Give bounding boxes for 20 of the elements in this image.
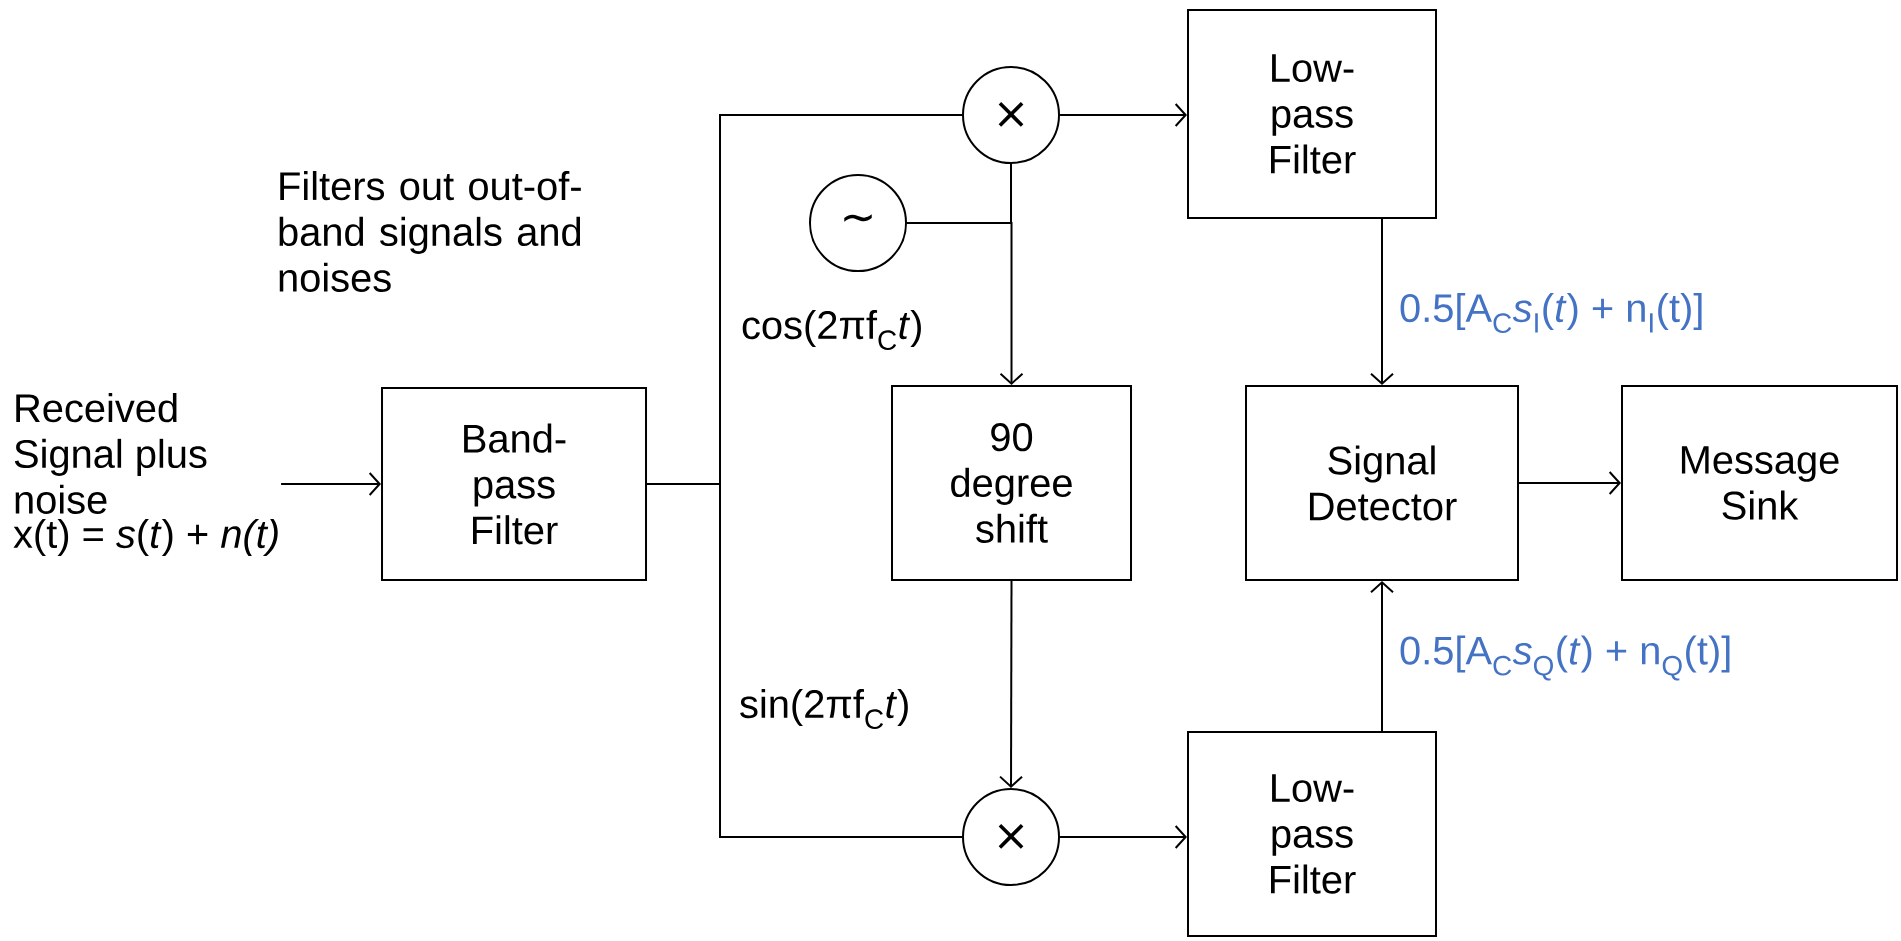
arrow bbox=[1059, 103, 1187, 127]
edge-label: 0.5[A$_{C}$s$_{Q}$(t) + n$_{Q}$(t)] bbox=[1400, 635, 1730, 681]
signal-label: sin(2πf$_{C}$t) bbox=[740, 688, 908, 730]
arrow bbox=[280, 472, 381, 496]
process-box: Message Sink bbox=[1621, 385, 1898, 581]
process-box: Low-pass Filter bbox=[1187, 9, 1437, 219]
note-text: Filters out out-of-band signals and noises bbox=[279, 171, 581, 292]
arrow bbox=[906, 222, 1024, 385]
arrow bbox=[1059, 825, 1187, 849]
arrow bbox=[1518, 471, 1621, 495]
edge-label: 0.5[A$_{C}$s$_{I}$(t) + n$_{I}$(t)] bbox=[1400, 292, 1702, 334]
process-box: Low-pass Filter bbox=[1187, 731, 1437, 937]
arrow bbox=[999, 580, 1024, 788]
input-label: Received Signal plus noise x(t) = s(t) + n(t) bbox=[13, 393, 278, 557]
process-box: Band-pass Filter bbox=[381, 387, 647, 581]
arrow bbox=[1370, 218, 1394, 385]
process-box: Signal Detector bbox=[1245, 385, 1519, 581]
signal-label: cos(2πf$_{C}$t) bbox=[742, 309, 921, 351]
arrow bbox=[1370, 581, 1394, 732]
process-box: 90 degree shift bbox=[891, 385, 1132, 581]
